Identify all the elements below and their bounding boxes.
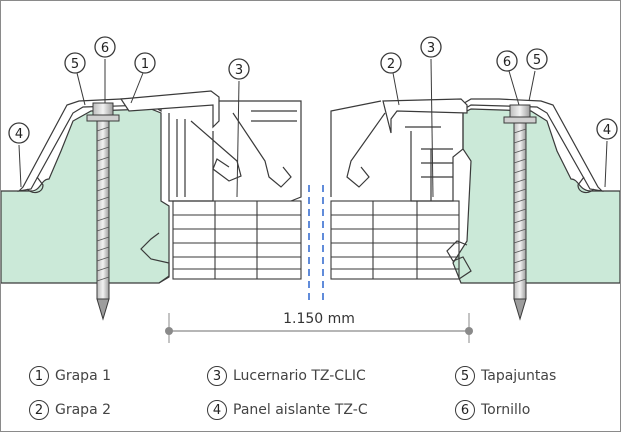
- left-screw: [86, 102, 120, 321]
- legend-label: Panel aislante TZ-C: [233, 402, 368, 418]
- callout-3-right: 3: [420, 36, 442, 58]
- callout-5-right: 5: [526, 48, 548, 70]
- legend-item-tornillo: 6 Tornillo: [455, 399, 530, 421]
- callout-1: 1: [134, 52, 156, 74]
- legend-number: 6: [455, 400, 475, 420]
- legend: 1 Grapa 1 2 Grapa 2 3 Lucernario TZ-CLIC…: [1, 353, 620, 431]
- legend-label: Grapa 2: [55, 402, 112, 418]
- legend-label: Tapajuntas: [481, 368, 557, 384]
- svg-text:5: 5: [533, 53, 541, 68]
- legend-item-panel-aislante: 4 Panel aislante TZ-C: [207, 399, 368, 421]
- left-skylight-profile: [168, 100, 302, 202]
- callout-3-left: 3: [228, 58, 250, 80]
- legend-label: Grapa 1: [55, 368, 112, 384]
- right-insulation-panel: [452, 108, 620, 284]
- legend-number: 1: [29, 366, 49, 386]
- legend-number: 2: [29, 400, 49, 420]
- svg-text:6: 6: [503, 55, 511, 70]
- callout-leaders: [18, 58, 608, 198]
- legend-label: Lucernario TZ-CLIC: [233, 368, 366, 384]
- right-multiwall-grid: [330, 200, 460, 280]
- svg-text:4: 4: [603, 123, 611, 138]
- left-clip: [119, 90, 220, 129]
- svg-text:4: 4: [15, 127, 23, 142]
- callout-4-left: 4: [8, 122, 30, 144]
- callout-4-right: 4: [596, 118, 618, 140]
- svg-text:1: 1: [141, 57, 149, 72]
- legend-item-lucernario: 3 Lucernario TZ-CLIC: [207, 365, 366, 387]
- dimension-label: 1.150 mm: [283, 311, 355, 327]
- legend-label: Tornillo: [481, 402, 531, 418]
- cut-lines: [308, 185, 324, 301]
- legend-item-grapa-2: 2 Grapa 2: [29, 399, 111, 421]
- right-screw: [503, 104, 537, 321]
- legend-number: 4: [207, 400, 227, 420]
- callout-6-left: 6: [94, 36, 116, 58]
- dimension-line: [165, 313, 473, 343]
- svg-text:3: 3: [427, 41, 435, 56]
- left-insulation-panel: [1, 108, 170, 284]
- legend-item-tapajuntas: 5 Tapajuntas: [455, 365, 556, 387]
- legend-item-grapa-1: 1 Grapa 1: [29, 365, 111, 387]
- legend-number: 3: [207, 366, 227, 386]
- svg-text:2: 2: [387, 57, 395, 72]
- callout-5-left: 5: [64, 52, 86, 74]
- svg-text:5: 5: [71, 57, 79, 72]
- technical-drawing: 1.150 mm 5 6 1 4 3: [1, 36, 620, 343]
- legend-number: 5: [455, 366, 475, 386]
- svg-text:3: 3: [235, 63, 243, 78]
- left-multiwall-grid: [172, 200, 302, 280]
- right-skylight-profile: [330, 100, 464, 202]
- callout-6-right: 6: [496, 50, 518, 72]
- svg-text:6: 6: [101, 41, 109, 56]
- right-clip: [382, 98, 468, 134]
- callout-2: 2: [380, 52, 402, 74]
